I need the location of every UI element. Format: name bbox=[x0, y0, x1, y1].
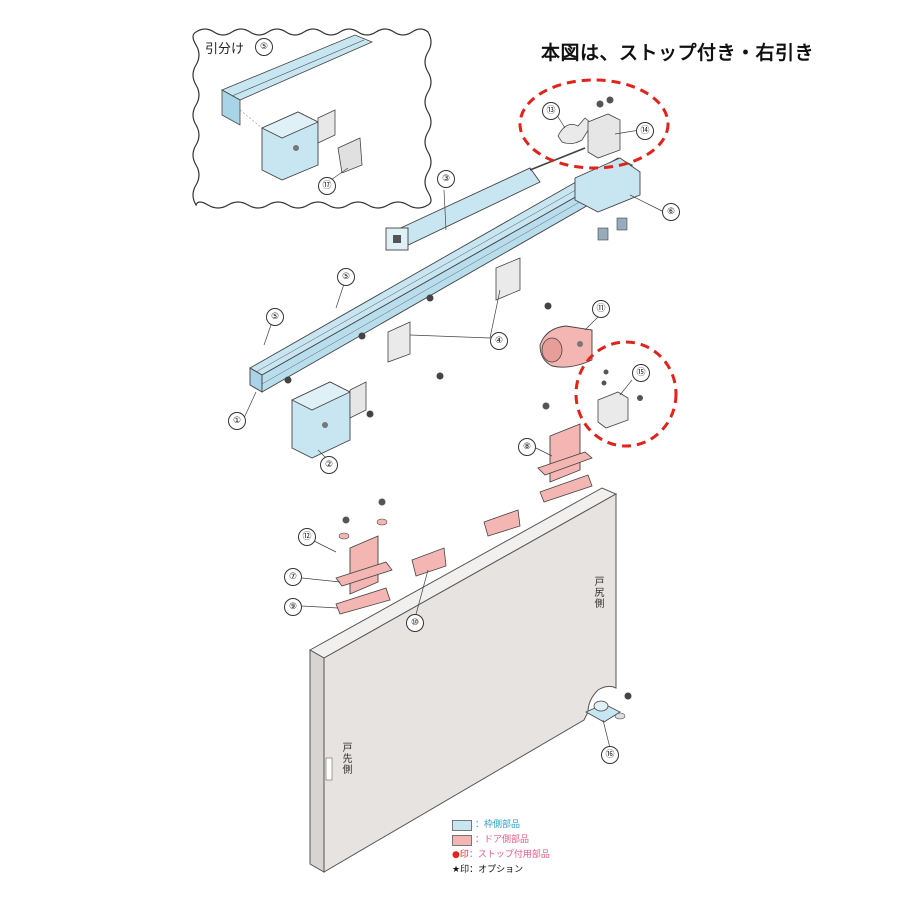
inset-title: 引分け bbox=[205, 42, 245, 57]
part-number-3: ③ bbox=[437, 170, 455, 188]
door-swatch bbox=[452, 835, 472, 846]
stop-part bbox=[597, 369, 643, 429]
bottom-guide bbox=[585, 700, 621, 723]
door-tail-side-label: 戸尻側 bbox=[592, 576, 603, 609]
part-number-1: ① bbox=[228, 412, 246, 430]
part-number-11: ⑪ bbox=[592, 300, 610, 318]
inset-part-number: ⑰ bbox=[318, 177, 336, 195]
part-number-12: ⑫ bbox=[298, 528, 316, 546]
rail-track bbox=[249, 157, 633, 393]
part-number-14: ⑭ bbox=[636, 122, 654, 140]
part-number-15: ⑮ bbox=[632, 364, 650, 382]
part-number-2: ② bbox=[320, 456, 338, 474]
legend-option: ★印 ：オプション bbox=[452, 863, 550, 878]
part-number-16: ⑯ bbox=[601, 746, 619, 764]
highlight-circle-middle bbox=[574, 340, 678, 448]
part-number-13: ⑬ bbox=[542, 102, 560, 120]
bolt-icon bbox=[284, 294, 632, 700]
legend-frame: ：枠側部品 bbox=[452, 818, 550, 833]
inset-box bbox=[192, 28, 432, 209]
part-number-5: ⑤ bbox=[337, 268, 355, 286]
part-number-7: ⑦ bbox=[284, 568, 302, 586]
part-number-4: ④ bbox=[490, 332, 508, 350]
page-title: 本図は、ストップ付き・右引き bbox=[541, 42, 815, 64]
part-number-10: ⑩ bbox=[406, 614, 424, 632]
washer-icon bbox=[338, 518, 626, 720]
legend-option-mark: ★印 bbox=[452, 865, 470, 875]
legend-stop-label: ：ストップ付用部品 bbox=[468, 850, 550, 860]
inset-part-number: ⑤ bbox=[255, 38, 273, 56]
damper-cylinder bbox=[385, 147, 586, 251]
brackets bbox=[387, 257, 521, 363]
hanger-left bbox=[335, 535, 447, 615]
part-number-5: ⑤ bbox=[266, 308, 284, 326]
end-bracket bbox=[574, 157, 641, 241]
legend-door: ：ドア側部品 bbox=[452, 833, 550, 848]
highlight-circle-top bbox=[518, 78, 670, 170]
legend-door-label: ：ドア側部品 bbox=[475, 835, 530, 845]
legend-option-label: ：オプション bbox=[469, 865, 524, 875]
option-parts-top bbox=[557, 96, 621, 159]
legend-stop: ●印 ：ストップ付用部品 bbox=[452, 848, 550, 863]
legend: ：枠側部品 ：ドア側部品 ●印 ：ストップ付用部品 ★印 ：オプション bbox=[452, 818, 550, 878]
part-number-8: ⑧ bbox=[518, 438, 536, 456]
part-number-6: ⑥ bbox=[662, 203, 680, 221]
legend-frame-label: ：枠側部品 bbox=[475, 820, 521, 830]
hanger-right bbox=[483, 423, 593, 537]
part-number-9: ⑨ bbox=[284, 598, 302, 616]
stopper-block bbox=[291, 381, 367, 459]
door-lead-side-label: 戸先側 bbox=[340, 742, 351, 775]
leader-lines bbox=[243, 111, 663, 749]
legend-stop-mark: ●印 bbox=[452, 850, 469, 860]
roller-cap bbox=[539, 325, 593, 368]
frame-swatch bbox=[452, 820, 472, 831]
